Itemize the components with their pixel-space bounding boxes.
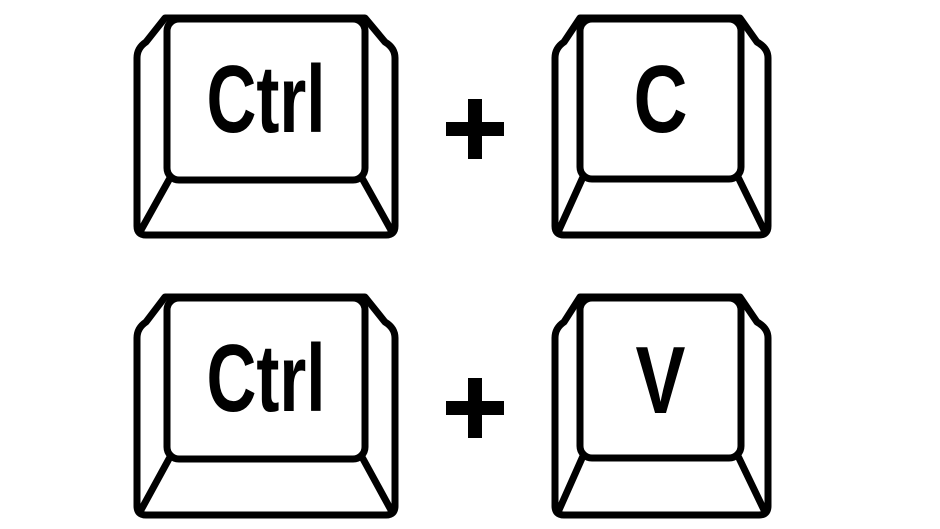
plus-icon-vertical <box>468 378 482 438</box>
ctrl-key-label: Ctrl <box>206 325 326 432</box>
ctrl-key-label: Ctrl <box>206 46 326 153</box>
plus-icon <box>446 99 504 159</box>
c-key-label: C <box>633 46 688 153</box>
plus-icon <box>446 378 504 438</box>
v-key-label: V <box>635 327 686 434</box>
keyboard-key-icon <box>551 14 772 239</box>
keyboard-key-icon <box>551 293 772 519</box>
keyboard-key-icon <box>133 14 399 239</box>
keyboard-key-icon <box>133 293 399 519</box>
plus-icon-vertical <box>468 99 482 159</box>
